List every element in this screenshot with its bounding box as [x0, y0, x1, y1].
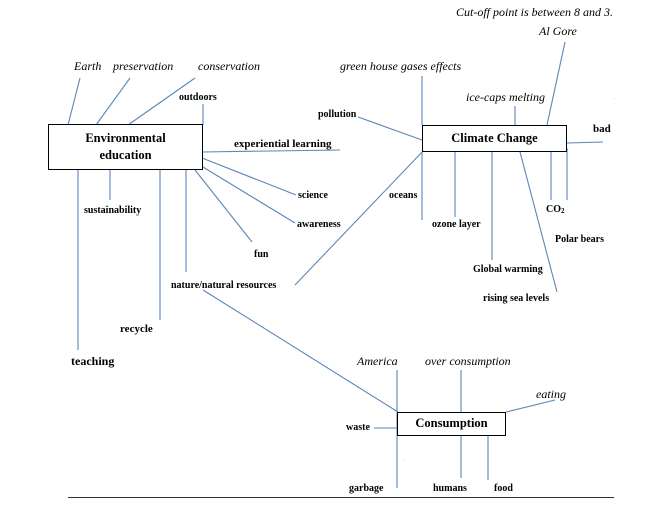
- label-rising-sea-levels: rising sea levels: [483, 293, 550, 304]
- label-ozone-layer: ozone layer: [432, 219, 481, 230]
- link-sea-levels: [519, 151, 558, 293]
- link-nature-climate: [294, 149, 425, 286]
- environmental-education-line1: Environmental: [85, 130, 166, 145]
- label-oceans: oceans: [389, 190, 418, 201]
- label-polar-bears: Polar bears: [555, 234, 604, 245]
- label-bad: bad: [593, 123, 611, 135]
- label-food: food: [494, 483, 513, 494]
- label-nature-natural-resources: nature/natural resources: [171, 280, 277, 291]
- link-pollution: [357, 116, 423, 141]
- link-nature-consumption: [202, 289, 399, 413]
- link-preservation: [95, 77, 131, 126]
- environmental-education-node: Environmental education: [48, 124, 203, 170]
- label-outdoors: outdoors: [179, 92, 217, 103]
- link-science: [201, 157, 297, 196]
- link-bad: [566, 141, 604, 144]
- label-humans: humans: [433, 483, 467, 494]
- link-eating: [505, 399, 556, 413]
- link-fun: [194, 169, 253, 243]
- label-global-warming: Global warming: [473, 264, 543, 275]
- label-recycle: recycle: [120, 323, 153, 335]
- bottom-rule: [68, 497, 614, 498]
- label-greenhouse-gases: green house gases effects: [340, 59, 462, 73]
- label-preservation: preservation: [113, 59, 174, 73]
- label-al-gore: Al Gore: [539, 24, 577, 38]
- link-al-gore: [546, 41, 566, 126]
- label-america: America: [357, 354, 398, 368]
- label-over-consumption: over consumption: [425, 354, 511, 368]
- label-fun: fun: [254, 249, 269, 260]
- label-pollution: pollution: [318, 109, 357, 120]
- link-earth: [67, 77, 81, 126]
- label-awareness: awareness: [297, 219, 341, 230]
- link-experiential: [201, 149, 341, 153]
- cutoff-note: Cut-off point is between 8 and 3.: [456, 5, 613, 19]
- stray-dot: ·: [404, 458, 406, 463]
- label-earth: Earth: [74, 59, 102, 73]
- label-waste: waste: [346, 422, 370, 433]
- label-conservation: conservation: [198, 59, 260, 73]
- co2-base: CO: [546, 204, 561, 215]
- label-science: science: [298, 190, 328, 201]
- label-ice-caps-melting: ice-caps melting: [466, 90, 545, 104]
- stray-dot: ·: [318, 255, 320, 260]
- climate-change-node: Climate Change: [422, 125, 567, 152]
- label-teaching: teaching: [71, 354, 115, 368]
- label-garbage: garbage: [349, 483, 384, 494]
- label-sustainability: sustainability: [84, 205, 142, 216]
- label-experiential-learning: experiential learning: [234, 138, 332, 150]
- environmental-education-line2: education: [99, 148, 152, 162]
- link-awareness: [197, 163, 296, 224]
- label-eating: eating: [536, 387, 566, 401]
- link-conservation: [127, 77, 196, 126]
- co2-subscript: 2: [561, 207, 565, 215]
- stray-dot: ·: [614, 97, 616, 102]
- consumption-node: Consumption: [397, 412, 506, 436]
- label-co2: CO2: [546, 205, 565, 215]
